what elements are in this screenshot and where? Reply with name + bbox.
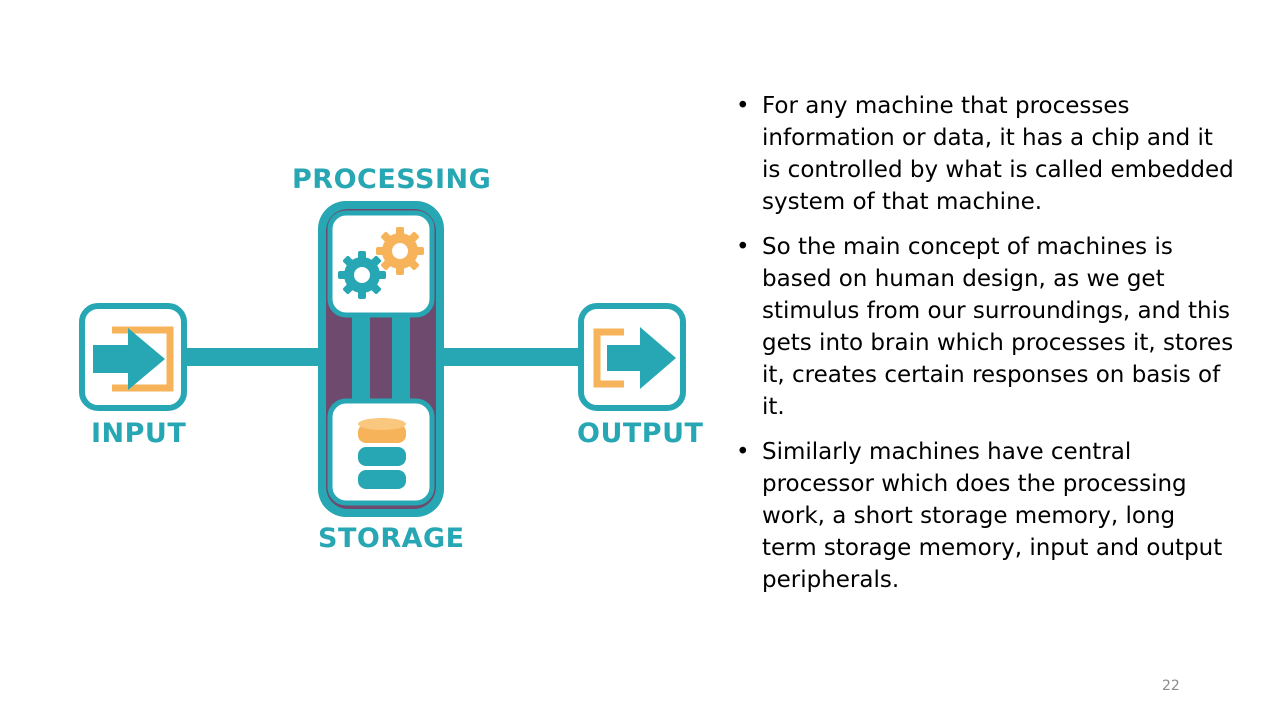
input-box bbox=[79, 303, 187, 411]
bullet-dot: • bbox=[736, 439, 750, 465]
input-label: INPUT bbox=[91, 418, 187, 449]
bullet-text: Similarly machines have central processo… bbox=[762, 439, 1223, 593]
bullet-item: • Similarly machines have central proces… bbox=[734, 436, 1234, 596]
input-connector bbox=[185, 348, 325, 366]
gears-icon bbox=[338, 227, 424, 299]
processing-box bbox=[327, 210, 435, 318]
bullet-item: • For any machine that processes informa… bbox=[734, 90, 1234, 218]
bullet-list: • For any machine that processes informa… bbox=[734, 90, 1234, 609]
bullet-item: • So the main concept of machines is bas… bbox=[734, 231, 1234, 423]
storage-box bbox=[327, 398, 435, 506]
bullet-text: So the main concept of machines is based… bbox=[762, 234, 1234, 420]
bullet-dot: • bbox=[736, 234, 750, 260]
output-label: OUTPUT bbox=[577, 418, 704, 449]
diagram-graphic bbox=[79, 201, 686, 517]
processing-label: PROCESSING bbox=[292, 164, 492, 195]
storage-label: STORAGE bbox=[318, 523, 465, 554]
output-box bbox=[578, 303, 686, 411]
arrow-out-of-bracket-icon bbox=[593, 327, 676, 389]
bullet-dot: • bbox=[736, 93, 750, 119]
bullet-text: For any machine that processes informati… bbox=[762, 93, 1234, 215]
output-connector bbox=[438, 348, 583, 366]
arrow-into-bracket-icon bbox=[93, 326, 174, 392]
ipo-diagram: PROCESSING INPUT OUTPUT STORAGE bbox=[79, 164, 704, 554]
slide-number: 22 bbox=[1162, 678, 1180, 694]
database-icon bbox=[358, 418, 406, 489]
